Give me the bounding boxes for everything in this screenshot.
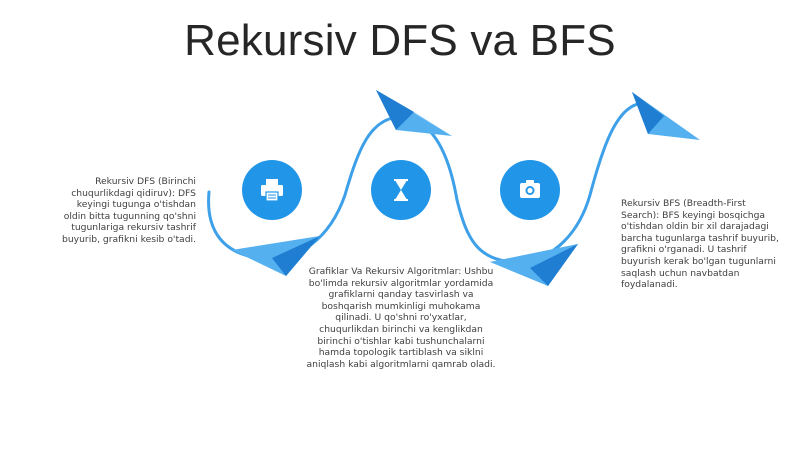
paper-plane-icon xyxy=(232,236,320,276)
paper-plane-icon xyxy=(490,244,578,286)
printer-icon xyxy=(242,160,302,220)
dfs-description: Rekursiv DFS (Birinchi chuqurlikdagi qid… xyxy=(62,176,196,245)
bfs-description: Rekursiv BFS (Breadth-First Search): BFS… xyxy=(621,198,779,291)
paper-plane-icon xyxy=(632,92,700,140)
hourglass-icon xyxy=(371,160,431,220)
camera-icon xyxy=(500,160,560,220)
paper-plane-icon xyxy=(376,90,452,136)
graphs-description: Grafiklar Va Rekursiv Algoritmlar: Ushbu… xyxy=(306,266,496,370)
slide-title: Rekursiv DFS va BFS xyxy=(184,16,616,65)
